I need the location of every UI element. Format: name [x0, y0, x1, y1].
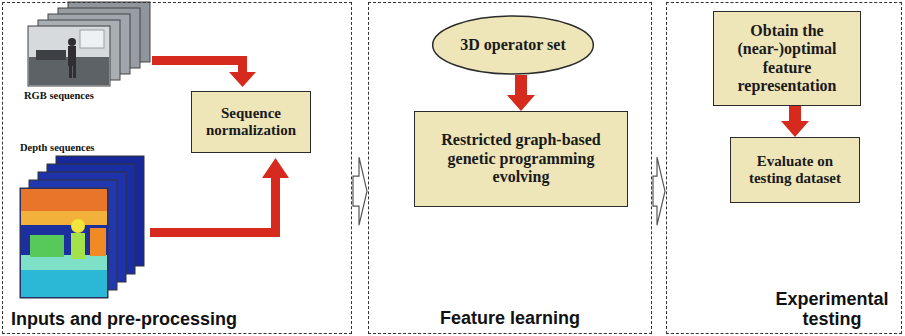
- process-box: Evaluate on testing dataset: [730, 137, 860, 203]
- process-box: Obtain the (near-)optimal feature repres…: [713, 11, 861, 106]
- hollow-arrow: [653, 157, 665, 225]
- process-box: Sequence normalization: [191, 91, 311, 153]
- box-text: Evaluate on testing dataset: [737, 153, 853, 188]
- box-text: Restricted graph-based genetic programmi…: [423, 131, 619, 186]
- flow-arrow: [507, 75, 535, 111]
- rgb-frames: [28, 2, 150, 86]
- hollow-arrow: [353, 157, 367, 225]
- stage-caption: Inputs and pre-processing: [11, 310, 237, 330]
- depth-scene: [21, 189, 107, 297]
- input-label: Depth sequences: [20, 142, 94, 153]
- flow-arrow: [781, 106, 809, 137]
- stage-caption: Feature learning: [369, 309, 651, 329]
- process-box: Restricted graph-based genetic programmi…: [414, 111, 628, 207]
- input-label: RGB sequences: [24, 90, 94, 101]
- stage-panel: Inputs and pre-processing Sequence normal…: [2, 2, 352, 334]
- depth-frames: [20, 156, 144, 298]
- box-text: 3D operator set: [460, 36, 565, 54]
- box-text: Obtain the (near-)optimal feature repres…: [724, 22, 850, 96]
- box-text: Sequence normalization: [198, 105, 304, 140]
- operator-ellipse: 3D operator set: [431, 15, 595, 75]
- stage-panel: Experimental testing Obtain the (near-)op…: [666, 2, 902, 334]
- rgb-scene: [29, 27, 109, 85]
- stage-caption: Experimental testing: [767, 290, 897, 330]
- stage-panel: Feature learning 3D operator setRestricte…: [368, 2, 652, 334]
